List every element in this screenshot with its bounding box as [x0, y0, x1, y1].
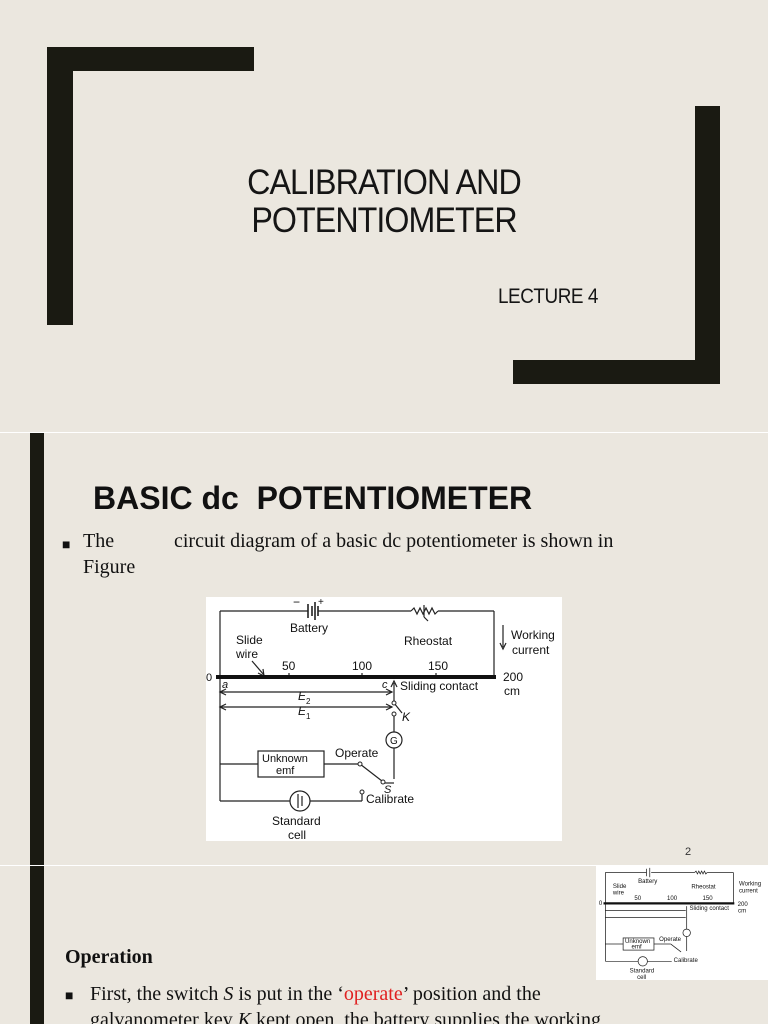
thumb-operate: Operate	[659, 937, 682, 943]
cm-label: cm	[504, 684, 520, 698]
thumb-current-label: current	[739, 889, 758, 895]
thumb-tick-200: 200	[738, 902, 749, 908]
operation-slide: Battery Rheostat Working current Slide w…	[0, 866, 768, 1024]
operation-line-1: First, the switch S is put in the ‘opera…	[90, 981, 750, 1007]
operation-paragraph: First, the switch S is put in the ‘opera…	[90, 981, 750, 1024]
calibrate-label: Calibrate	[366, 792, 414, 806]
rheostat-label: Rheostat	[404, 634, 453, 648]
thumb-tick-50: 50	[634, 896, 641, 902]
e2-subscript: 2	[306, 697, 311, 706]
slide-label: Slide	[236, 633, 263, 647]
thumb-standard: Standard	[630, 969, 655, 975]
thumb-sliding-contact: Sliding contact	[689, 906, 729, 912]
slide-title-line-2: POTENTIOMETER	[251, 201, 517, 240]
frame-bracket-bottom-right-vertical	[695, 106, 720, 384]
frame-bracket-top-left-horizontal	[47, 47, 254, 71]
cell-label: cell	[288, 828, 306, 841]
frame-bracket-top-left-vertical	[47, 47, 73, 325]
e2-label: E	[298, 689, 307, 703]
slide-title: CALIBRATION AND POTENTIOMETER	[196, 164, 571, 240]
line2-key-k: K	[237, 1009, 252, 1024]
left-accent-bar	[30, 433, 44, 865]
thumb-emf: emf	[632, 945, 642, 951]
unknown-label: Unknown	[262, 753, 308, 765]
wire-label: wire	[235, 647, 258, 661]
thumb-battery-label: Battery	[638, 879, 658, 885]
slide-separator-2	[0, 865, 768, 866]
slide-heading: BASIC dc POTENTIOMETER	[93, 480, 533, 516]
tick-0-label: 0	[206, 672, 212, 684]
battery-plus-label: +	[318, 597, 324, 608]
potentiometer-circuit-thumbnail: Battery Rheostat Working current Slide w…	[596, 866, 768, 980]
thumb-calibrate: Calibrate	[674, 958, 699, 964]
tick-100-label: 100	[352, 659, 372, 673]
tick-200-label: 200	[503, 670, 523, 684]
circuit-diagram-thumbnail: Battery Rheostat Working current Slide w…	[599, 867, 761, 980]
thumb-wire-label: wire	[612, 891, 625, 897]
left-accent-bar	[30, 866, 44, 1024]
point-c-label: c	[382, 679, 388, 691]
line1-operate-word: operate	[343, 983, 403, 1005]
thumb-rheostat-label: Rheostat	[691, 884, 716, 890]
bullet-square-icon: ■	[65, 987, 74, 1003]
bullet-word-figure: Figure	[83, 556, 136, 578]
thumb-unknown: Unknown	[625, 939, 650, 945]
thumb-cell: cell	[637, 975, 646, 980]
sliding-contact-label: Sliding contact	[400, 679, 479, 693]
line2-text-b: kept open, the battery supplies the work…	[251, 1009, 601, 1024]
bullet-text: circuit diagram of a basic dc potentiome…	[174, 530, 614, 552]
thumb-tick-100: 100	[667, 896, 678, 902]
page-number: 2	[685, 846, 692, 858]
line1-switch-s: S	[223, 983, 234, 1005]
lecture-subtitle: LECTURE 4	[498, 285, 598, 308]
key-k-label: K	[402, 710, 411, 724]
slide-separator	[0, 432, 768, 433]
tick-150-label: 150	[428, 659, 448, 673]
title-slide: CALIBRATION AND POTENTIOMETER LECTURE 4	[0, 0, 768, 432]
current-label: current	[512, 643, 550, 657]
battery-label: Battery	[290, 621, 328, 635]
e1-subscript: 1	[306, 712, 311, 721]
thumb-working-label: Working	[739, 882, 761, 888]
bullet-word-the: The	[83, 530, 115, 552]
switch-s-label: S	[384, 784, 392, 796]
line1-text-c: ’ position and the	[402, 983, 541, 1005]
operation-heading: Operation	[65, 946, 153, 968]
operation-line-2: galvanometer key K kept open, the batter…	[90, 1007, 750, 1024]
frame-bracket-bottom-right-horizontal	[513, 360, 720, 384]
operate-label: Operate	[335, 746, 379, 760]
working-label: Working	[511, 628, 555, 642]
line1-text-b: is put in the ‘	[233, 983, 344, 1005]
thumb-slide-label: Slide	[613, 884, 627, 890]
galvanometer-g-label: G	[390, 736, 398, 747]
emf-label: emf	[276, 765, 295, 777]
circuit-diagram: − + Battery Rheostat Working current Sli…	[206, 597, 555, 841]
battery-minus-label: −	[293, 597, 300, 609]
line1-text-a: First, the switch	[90, 983, 224, 1005]
standard-label: Standard	[272, 814, 321, 828]
slide-title-line-1: CALIBRATION AND	[247, 163, 522, 202]
basic-dc-potentiometer-slide: BASIC dc POTENTIOMETER ■ The circuit dia…	[0, 433, 768, 865]
bullet-square-icon: ■	[62, 536, 71, 552]
thumb-tick-0: 0	[599, 901, 603, 907]
thumb-cm: cm	[738, 909, 746, 915]
e1-label: E	[298, 704, 307, 718]
line2-text-a: galvanometer key	[90, 1009, 238, 1024]
thumb-tick-150: 150	[703, 896, 714, 902]
point-a-label: a	[222, 679, 228, 691]
potentiometer-circuit-figure: − + Battery Rheostat Working current Sli…	[206, 597, 562, 841]
tick-50-label: 50	[282, 659, 296, 673]
